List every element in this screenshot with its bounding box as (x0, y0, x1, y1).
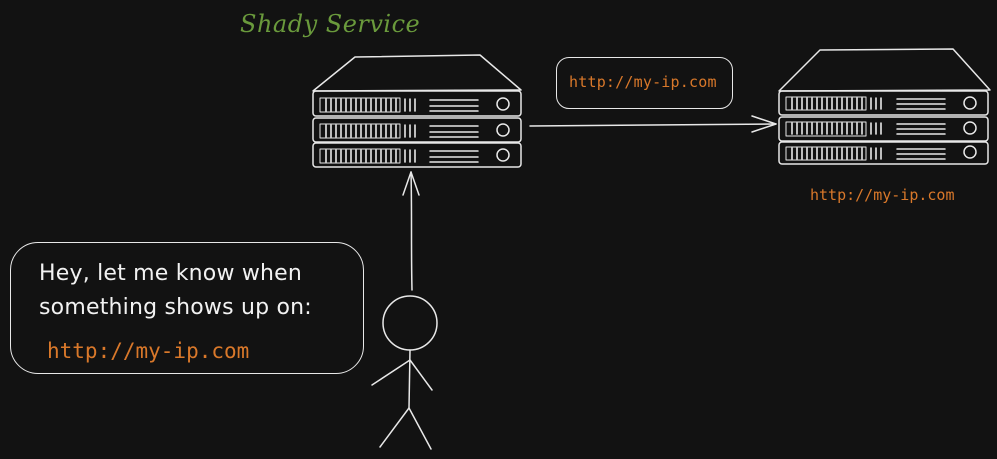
service-title: Shady Service (240, 10, 421, 38)
submit-arrow (402, 171, 420, 291)
speech-bubble-line-2: something shows up on: (39, 295, 312, 320)
speech-bubble: Hey, let me know when something shows up… (10, 242, 364, 374)
person-icon (371, 295, 438, 450)
request-url-tag: http://my-ip.com (556, 57, 733, 109)
speech-bubble-url: http://my-ip.com (47, 339, 250, 363)
shady-service-server-icon (312, 54, 522, 168)
speech-bubble-line-1: Hey, let me know when (39, 261, 303, 286)
target-server-icon (778, 48, 991, 165)
target-server-url: http://my-ip.com (810, 186, 955, 204)
request-url-text: http://my-ip.com (569, 73, 717, 91)
request-arrow (529, 115, 777, 133)
